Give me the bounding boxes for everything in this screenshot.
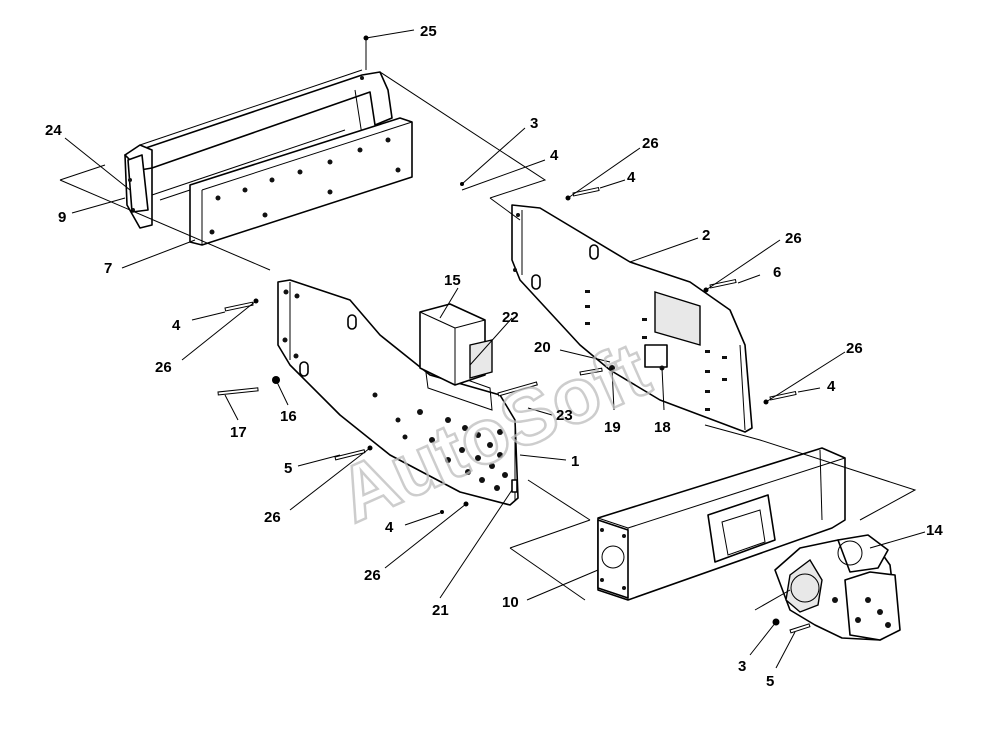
- callout-4-top: 4: [550, 147, 559, 164]
- callout-1: 1: [571, 453, 579, 470]
- side-plate-1: [277, 279, 519, 506]
- callout-7: 7: [104, 260, 112, 277]
- callout-15: 15: [444, 272, 461, 289]
- callout-25: 25: [420, 23, 437, 40]
- callout-4-plate2: 4: [627, 169, 636, 186]
- callout-26-left: 26: [155, 359, 172, 376]
- callout-26-lower: 26: [264, 509, 281, 526]
- callout-5-bottom: 5: [766, 673, 774, 690]
- callout-16: 16: [280, 408, 297, 425]
- callout-26-bottom: 26: [364, 567, 381, 584]
- callout-26-right: 26: [846, 340, 863, 357]
- assembly-guide-lines: [59, 71, 917, 611]
- cross-beam-10: [597, 447, 846, 601]
- callout-26-top: 26: [642, 135, 659, 152]
- callout-26-plate2: 26: [785, 230, 802, 247]
- callout-19: 19: [604, 419, 621, 436]
- callout-9: 9: [58, 209, 66, 226]
- callout-24: 24: [45, 122, 62, 139]
- callout-18: 18: [654, 419, 671, 436]
- fasteners: [217, 182, 811, 634]
- callout-23: 23: [556, 407, 573, 424]
- callout-20: 20: [534, 339, 551, 356]
- callout-labels: 25 24 9 7 3 4 26 4 2 26 6 26 4 15 22 20 …: [45, 23, 943, 690]
- callout-2: 2: [702, 227, 710, 244]
- callout-3-bottom: 3: [738, 658, 746, 675]
- callout-21: 21: [432, 602, 449, 619]
- side-plate-2: [511, 204, 753, 433]
- callout-4-right: 4: [827, 378, 836, 395]
- callout-22: 22: [502, 309, 519, 326]
- callout-17: 17: [230, 424, 247, 441]
- callout-14: 14: [926, 522, 943, 539]
- callout-5-left: 5: [284, 460, 292, 477]
- leader-lines: [64, 29, 926, 669]
- axle-housing-14: [774, 534, 901, 641]
- callout-10: 10: [502, 594, 519, 611]
- callout-6: 6: [773, 264, 781, 281]
- callout-4-lower: 4: [385, 519, 394, 536]
- callout-4-left: 4: [172, 317, 181, 334]
- callout-3-top: 3: [530, 115, 538, 132]
- bracket-15: [419, 303, 493, 386]
